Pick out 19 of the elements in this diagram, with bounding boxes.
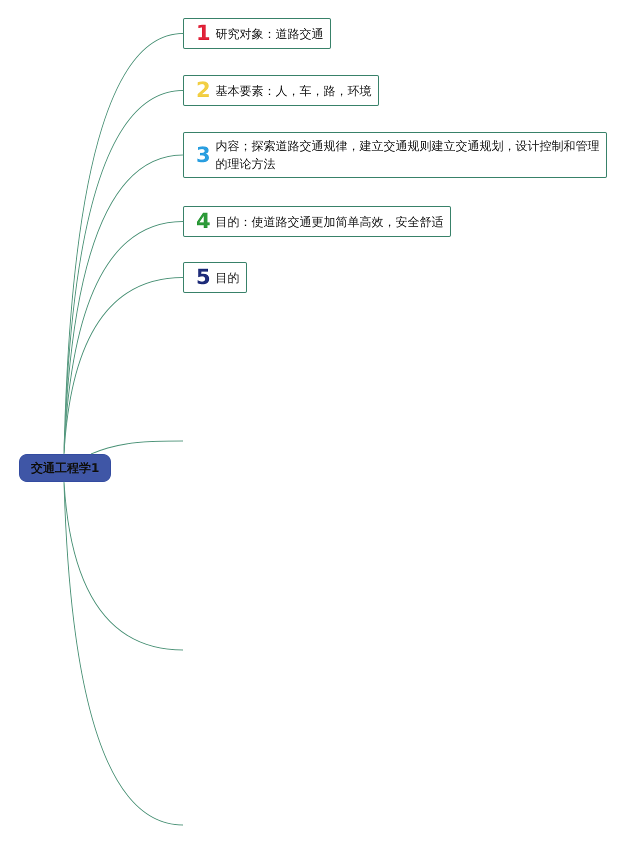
topic-box (183, 75, 379, 106)
topic-number: 1 (196, 23, 211, 44)
topic-box (183, 132, 607, 178)
topic-number: 3 (196, 144, 211, 166)
branch-line (64, 482, 184, 826)
topic-number: 4 (196, 211, 211, 232)
topic-box (183, 18, 331, 49)
topic-box (183, 206, 451, 237)
topic-number: 2 (196, 80, 211, 101)
topic-text: 目的 (216, 270, 240, 286)
topic-box (183, 262, 247, 293)
topic-text: 内容；探索道路交通规律，建立交通规则建立交通规划，设计控制和管理的理论方法 (216, 138, 600, 173)
topic-text: 目的：使道路交通更加简单高效，安全舒适 (216, 214, 444, 230)
topic-number: 5 (196, 267, 211, 288)
topic-text: 研究对象：道路交通 (216, 26, 324, 42)
branch-line (64, 277, 184, 454)
branch-line (90, 440, 184, 454)
root-topic: 交通工程学1 (19, 454, 112, 482)
topic-text: 基本要素：人，车，路，环境 (216, 82, 372, 100)
